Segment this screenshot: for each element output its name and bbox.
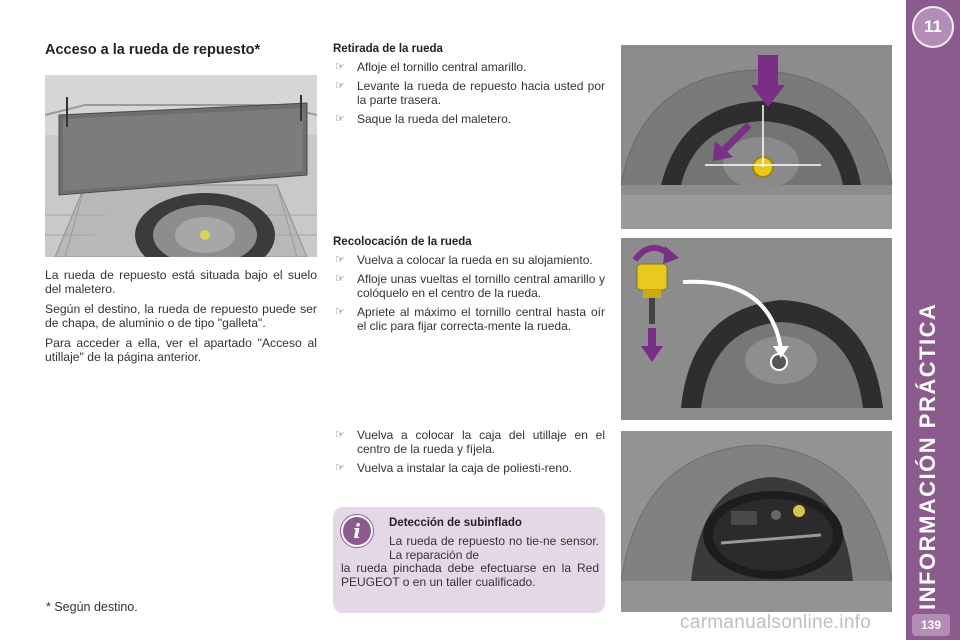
info-box: i Detección de subinflado La rueda de re… [333,507,605,613]
watermark: carmanualsonline.info [680,612,872,633]
list-item: ☞ Vuelva a colocar la rueda en su alojami… [333,253,605,267]
pointing-hand-icon: ☞ [335,80,345,92]
chapter-sidebar [906,0,960,640]
pointing-hand-icon: ☞ [335,462,345,474]
pointing-hand-icon: ☞ [335,113,345,125]
removal-heading: Retirada de la rueda [333,43,443,55]
info-title: Detección de subinflado [389,517,522,529]
trunk-photo [45,75,317,257]
info-text-body: la rueda pinchada debe efectuarse en la … [341,561,599,589]
step-text: Vuelva a colocar la rueda en su alojamie… [357,253,593,267]
pointing-hand-icon: ☞ [335,254,345,266]
removal-steps: ☞ Afloje el tornillo central amarillo. ☞ L… [333,60,605,131]
pointing-hand-icon: ☞ [335,429,345,441]
step-text: Saque la rueda del maletero. [357,112,512,126]
pointing-hand-icon: ☞ [335,61,345,73]
intro-paragraph: La rueda de repuesto está situada bajo e… [45,268,317,296]
list-item: ☞ Afloje el tornillo central amarillo. [333,60,605,74]
step-text: Vuelva a instalar la caja de poliesti-re… [357,461,573,475]
wheel-removal-photo [621,45,892,229]
step-text: Afloje unas vueltas el tornillo central … [357,272,605,300]
section-title: INFORMACIÓN PRÁCTICA [915,302,940,610]
pointing-hand-icon: ☞ [335,273,345,285]
step-text: Apriete al máximo el tornillo central ha… [357,305,605,333]
list-item: ☞ Vuelva a colocar la caja del utillaje e… [333,428,605,456]
list-item: ☞ Saque la rueda del maletero. [333,112,605,126]
chapter-number: 11 [924,17,942,36]
intro-text: La rueda de repuesto está situada bajo e… [45,268,317,370]
intro-paragraph: Según el destino, la rueda de repuesto p… [45,302,317,330]
list-item: ☞ Vuelva a instalar la caja de poliesti-r… [333,461,605,475]
refit-steps: ☞ Vuelva a colocar la rueda en su alojami… [333,253,605,338]
step-text: Vuelva a colocar la caja del utillaje en… [357,428,605,456]
list-item: ☞ Levante la rueda de repuesto hacia uste… [333,79,605,107]
info-icon: i [341,515,373,547]
intro-paragraph: Para acceder a ella, ver el apartado "Ac… [45,336,317,364]
page-number: 139 [912,614,950,636]
step-text: Levante la rueda de repuesto hacia usted… [357,79,605,107]
step-text: Afloje el tornillo central amarillo. [357,60,527,74]
pointing-hand-icon: ☞ [335,306,345,318]
footnote: * Según destino. [46,600,138,614]
list-item: ☞ Apriete al máximo el tornillo central h… [333,305,605,333]
list-item: ☞ Afloje unas vueltas el tornillo central… [333,272,605,300]
refit-heading: Recolocación de la rueda [333,236,472,248]
toolbox-steps: ☞ Vuelva a colocar la caja del utillaje e… [333,428,605,480]
chapter-number-badge: 11 [912,6,954,48]
wheel-refit-photo [621,238,892,420]
info-text: La rueda de repuesto no tie-ne sensor. L… [341,534,599,589]
toolbox-photo [621,431,892,612]
page-title: Acceso a la rueda de repuesto* [45,42,261,58]
info-text-lead: La rueda de repuesto no tie-ne sensor. L… [389,534,599,562]
